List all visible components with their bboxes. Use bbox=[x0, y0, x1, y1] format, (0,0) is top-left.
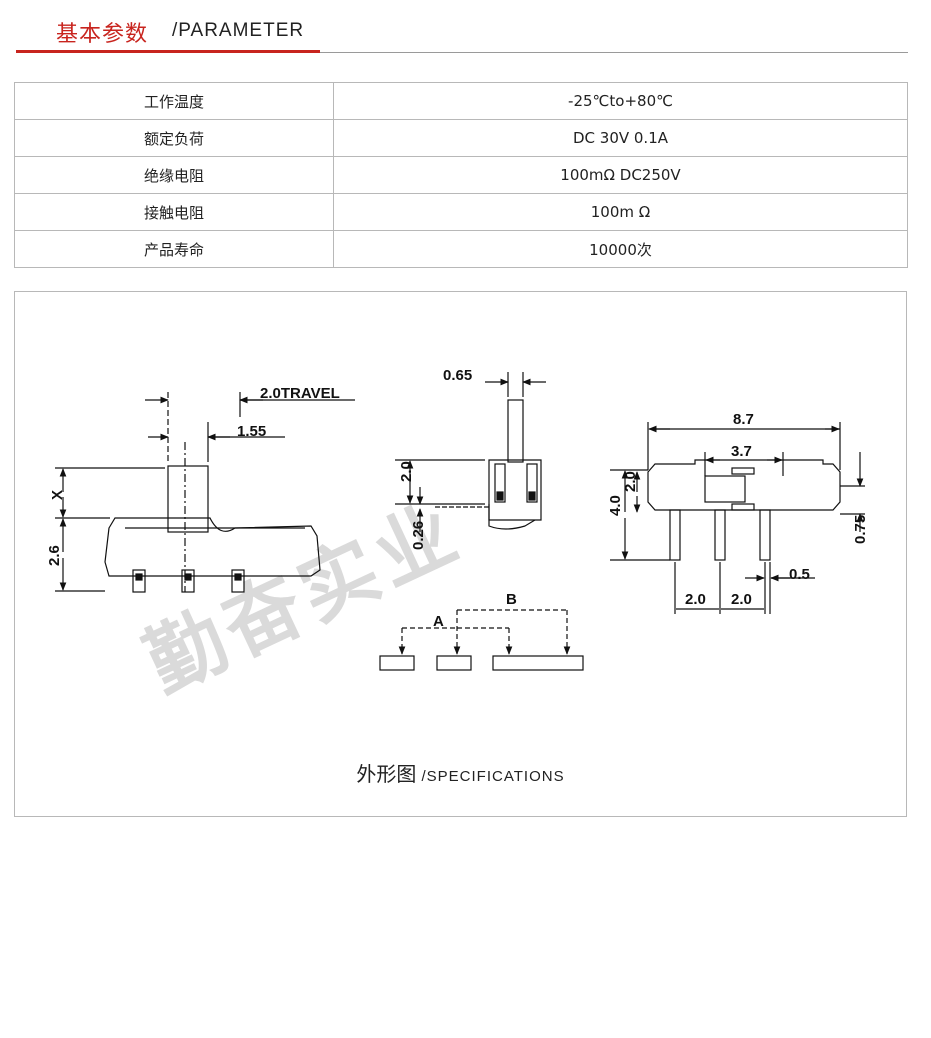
param-label: 额定负荷 bbox=[14, 119, 334, 157]
table-row: 额定负荷 DC 30V 0.1A bbox=[14, 119, 908, 157]
header-title-zh: 基本参数 bbox=[56, 22, 149, 47]
switching-diagram bbox=[379, 609, 584, 671]
end-view bbox=[395, 372, 546, 532]
dim-x: X bbox=[49, 490, 66, 500]
param-label: 产品寿命 bbox=[14, 230, 334, 268]
dim-8-7: 8.7 bbox=[733, 411, 754, 428]
label-b: B bbox=[506, 591, 517, 608]
dim-2-0-pitch-a: 2.0 bbox=[685, 591, 706, 608]
dim-2-0-top: 2.0 bbox=[622, 471, 639, 492]
top-view bbox=[610, 422, 865, 614]
dim-4-0: 4.0 bbox=[607, 495, 624, 516]
table-row: 接触电阻 100m Ω bbox=[14, 193, 908, 231]
param-label: 工作温度 bbox=[14, 82, 334, 120]
label-a: A bbox=[433, 613, 444, 630]
caption-en: /SPECIFICATIONS bbox=[421, 768, 565, 785]
dim-0-75: 0.75 bbox=[852, 515, 869, 544]
dimension-drawing: 勤奋实业 bbox=[46, 367, 869, 711]
param-label: 接触电阻 bbox=[14, 193, 334, 231]
param-value: 100m Ω bbox=[333, 193, 908, 231]
dim-2-0-end: 2.0 bbox=[398, 461, 415, 482]
table-row: 工作温度 -25℃to+80℃ bbox=[14, 82, 908, 120]
param-value: 10000次 bbox=[333, 230, 908, 268]
dim-1-55: 1.55 bbox=[237, 423, 266, 440]
dim-2-0-pitch-b: 2.0 bbox=[731, 591, 752, 608]
dim-0-26: 0.26 bbox=[410, 521, 427, 550]
watermark: 勤奋实业 bbox=[133, 487, 476, 711]
header-accent-bar bbox=[16, 50, 320, 53]
specification-drawing-panel: 勤奋实业 bbox=[14, 291, 907, 817]
side-view bbox=[55, 392, 355, 593]
param-value: -25℃to+80℃ bbox=[333, 82, 908, 120]
dim-travel: 2.0TRAVEL bbox=[260, 385, 340, 402]
drawing-caption: 外形图 /SPECIFICATIONS bbox=[15, 758, 906, 787]
parameter-table: 工作温度 -25℃to+80℃ 额定负荷 DC 30V 0.1A 绝缘电阻 10… bbox=[14, 82, 908, 268]
table-row: 产品寿命 10000次 bbox=[14, 230, 908, 268]
caption-zh: 外形图 bbox=[356, 762, 417, 786]
dim-0-65: 0.65 bbox=[443, 367, 472, 384]
dim-2-6: 2.6 bbox=[46, 545, 63, 566]
header-divider bbox=[16, 52, 908, 53]
param-value: 100mΩ DC250V bbox=[333, 156, 908, 194]
header-title-en: /PARAMETER bbox=[172, 20, 305, 41]
dim-0-5: 0.5 bbox=[789, 566, 810, 583]
table-row: 绝缘电阻 100mΩ DC250V bbox=[14, 156, 908, 194]
section-header: 基本参数 /PARAMETER bbox=[16, 12, 908, 54]
param-label: 绝缘电阻 bbox=[14, 156, 334, 194]
param-value: DC 30V 0.1A bbox=[333, 119, 908, 157]
dim-3-7: 3.7 bbox=[731, 443, 752, 460]
